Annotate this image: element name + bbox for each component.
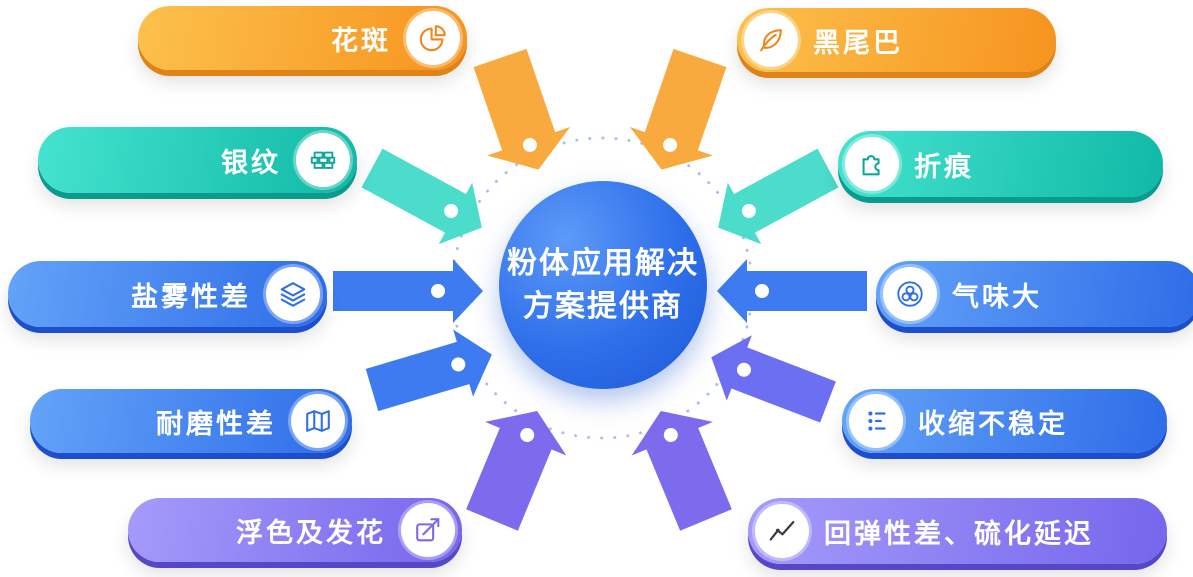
bricks-icon xyxy=(296,133,350,187)
line-chart-icon xyxy=(755,504,809,558)
arrow-mid-left xyxy=(333,259,483,323)
arrow-bottom-left xyxy=(466,410,567,531)
node-rebound-vulcanization: 回弹性差、硫化延迟 xyxy=(748,498,1167,564)
center-title-line1: 粉体应用解决 xyxy=(507,246,699,280)
bubbles-icon xyxy=(883,267,937,321)
arrow-upper-left xyxy=(361,148,482,245)
trend-arrow-icon xyxy=(401,503,455,557)
node-mottling: 花斑 xyxy=(138,6,467,70)
arrow-bottom-right xyxy=(631,410,732,531)
node-shrinkage-label: 收缩不稳定 xyxy=(918,408,1068,439)
node-shrinkage-instability: 收缩不稳定 xyxy=(842,389,1167,453)
node-rebound-label: 回弹性差、硫化延迟 xyxy=(824,518,1094,549)
node-color-floating-label: 浮色及发花 xyxy=(236,517,386,548)
arrow-top-right xyxy=(629,48,727,170)
node-salt-spray-resistance: 盐雾性差 xyxy=(8,261,327,327)
node-black-tail-label: 黑尾巴 xyxy=(813,27,903,58)
pie-chart-icon xyxy=(406,11,460,65)
puzzle-icon xyxy=(845,137,899,191)
arrow-top-left xyxy=(473,48,571,170)
branch-dots-icon xyxy=(849,394,903,448)
node-silver-streaks: 银纹 xyxy=(38,127,357,193)
leaf-icon xyxy=(744,13,798,67)
node-black-tail: 黑尾巴 xyxy=(737,8,1056,72)
node-crease: 折痕 xyxy=(838,131,1163,197)
node-silver-streaks-label: 银纹 xyxy=(221,147,281,178)
layers-icon xyxy=(266,267,320,321)
node-color-floating: 浮色及发花 xyxy=(128,498,462,562)
arrow-lower-right xyxy=(711,335,836,423)
arrow-lower-left xyxy=(365,329,492,412)
node-mottling-label: 花斑 xyxy=(331,25,391,56)
node-salt-spray-label: 盐雾性差 xyxy=(131,281,251,312)
arrow-mid-right xyxy=(717,259,867,323)
node-odor-label: 气味大 xyxy=(952,281,1042,312)
map-icon xyxy=(291,394,345,448)
node-crease-label: 折痕 xyxy=(914,151,974,182)
center-title-line2: 方案提供商 xyxy=(523,290,683,323)
node-odor: 气味大 xyxy=(876,261,1193,327)
node-wear-resistance: 耐磨性差 xyxy=(30,389,352,453)
node-wear-resistance-label: 耐磨性差 xyxy=(156,408,276,439)
center-circle: 粉体应用解决 方案提供商 xyxy=(499,181,707,389)
arrow-upper-right xyxy=(718,148,839,245)
